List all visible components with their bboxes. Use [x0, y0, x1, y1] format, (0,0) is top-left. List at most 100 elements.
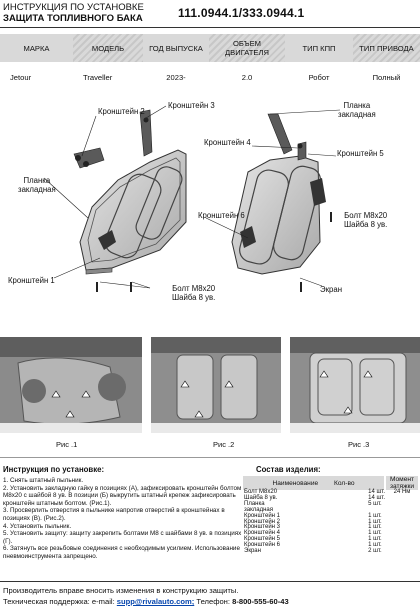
- left-brackets: [73, 109, 153, 169]
- component-qty: 1 шт.: [368, 518, 382, 525]
- caption-fig-2: Рис .2: [213, 440, 235, 449]
- footer-support: Техническая поддержка: e-mail: supp@riva…: [3, 597, 289, 606]
- label-bracket-3: Кронштейн 3: [168, 101, 215, 110]
- caption-fig-1: Рис .1: [56, 440, 78, 449]
- instruction-step: 4. Установить пыльник.: [3, 522, 72, 530]
- photo-fig-1-image: [0, 337, 142, 433]
- photo-fig-2-image: [151, 337, 281, 433]
- footer-divider: [0, 581, 420, 582]
- spec-data-row: Jetour Traveller 2023- 2.0 Робот Полный: [0, 62, 420, 92]
- right-guard-plate: [231, 155, 326, 275]
- instructions-list: 1. Снять штатный пыльник. 2. Установить …: [3, 477, 243, 561]
- component-qty: 14 шт.: [368, 489, 386, 495]
- component-name: Кронштейн 3: [244, 524, 280, 531]
- components-header-row: Наименование Кол-во Момент затяжки: [243, 476, 420, 490]
- spec-header-row: МАРКА МОДЕЛЬ ГОД ВЫПУСКА ОБЪЕМ ДВИГАТЕЛЯ…: [0, 34, 420, 62]
- part-code: 111.0944.1/333.0944.1: [178, 6, 305, 20]
- spec-engine: 2.0: [241, 72, 253, 82]
- component-row: Кронштейн 4 1 шт.: [243, 530, 419, 537]
- component-name: Шайба 8 ув.: [244, 494, 278, 501]
- component-name: Кронштейн 1: [244, 512, 280, 519]
- instruction-step: 2. Установить закладную гайку в позициях…: [3, 484, 242, 507]
- component-qty: 1 шт.: [368, 536, 382, 543]
- components-table: Наименование Кол-во Момент затяжки Болт …: [243, 476, 420, 555]
- component-name: Болт М8х20: [244, 489, 278, 495]
- component-torque: [385, 549, 419, 555]
- title-line-2: ЗАЩИТА ТОПЛИВНОГО БАКА: [3, 13, 143, 24]
- installation-photos: [0, 337, 420, 433]
- spec-header-model: МОДЕЛЬ: [73, 34, 143, 62]
- section-divider: [0, 457, 420, 458]
- instruction-step: 5. Установить защиту: защиту закрепить б…: [3, 530, 242, 545]
- components-header-torque: Момент затяжки: [385, 476, 420, 490]
- document-title: ИНСТРУКЦИЯ ПО УСТАНОВКЕ ЗАЩИТА ТОПЛИВНОГ…: [3, 2, 144, 24]
- support-phone: 8-800-555-60-43: [232, 597, 289, 606]
- photo-fig-3: [290, 337, 420, 433]
- spec-header-brand: МАРКА: [0, 34, 73, 62]
- instruction-step: 3. Просверлить отверстия в пыльнике напр…: [3, 507, 225, 522]
- title-line-1: ИНСТРУКЦИЯ ПО УСТАНОВКЕ: [3, 2, 144, 13]
- component-name: Планка закладная: [244, 500, 274, 513]
- spec-header-engine: ОБЪЕМ ДВИГАТЕЛЯ: [209, 34, 285, 62]
- label-bracket-2: Кронштейн 2: [98, 107, 145, 116]
- component-torque: 24 Нм: [393, 489, 411, 495]
- spec-model: Traveller: [83, 72, 113, 82]
- component-row: Экран 2 шт.: [243, 548, 419, 555]
- components-header-qty: Кол-во: [334, 479, 355, 487]
- instruction-step: 6. Затянуть все резьбовые соединения с н…: [3, 545, 240, 560]
- left-guard-plate: [79, 149, 187, 275]
- spec-header-drive: ТИП ПРИВОДА: [353, 34, 420, 62]
- component-name: Кронштейн 5: [244, 536, 280, 543]
- support-email-link[interactable]: supp@rivalauto.com;: [116, 597, 195, 606]
- component-row: Болт М8х20 14 шт. 24 Нм: [243, 489, 419, 496]
- spec-year: 2023-: [166, 72, 186, 82]
- components-header-name: Наименование Кол-во: [243, 476, 387, 490]
- photo-fig-1: [0, 337, 142, 433]
- label-bolt-left: Болт М8х20 Шайба 8 ув.: [172, 284, 216, 302]
- spec-gearbox: Робот: [308, 72, 330, 82]
- instructions-title: Инструкция по установке:: [3, 465, 105, 474]
- component-row: Кронштейн 3 1 шт.: [243, 524, 419, 531]
- support-label: Техническая поддержка: e-mail:: [3, 597, 117, 606]
- components-header-name-text: Наименование: [272, 479, 319, 487]
- component-row: Планка закладная 5 шт.: [243, 500, 419, 514]
- component-row: Кронштейн 5 1 шт.: [243, 536, 419, 543]
- spec-header-gearbox: ТИП КПП: [285, 34, 353, 62]
- label-bracket-1: Кронштейн 1: [8, 276, 55, 285]
- right-brackets: [267, 113, 307, 161]
- caption-fig-3: Рис .3: [348, 440, 370, 449]
- spec-brand: Jetour: [10, 72, 32, 82]
- component-qty: 2 шт.: [368, 548, 382, 555]
- photo-fig-2: [151, 337, 281, 433]
- label-plate-left: Планка закладная: [18, 176, 56, 194]
- component-qty: 1 шт.: [368, 542, 382, 549]
- component-qty: 1 шт.: [368, 524, 382, 531]
- label-bolt-right: Болт М8х20 Шайба 8 ув.: [344, 211, 388, 229]
- label-bracket-5: Кронштейн 5: [337, 149, 384, 158]
- component-qty: 5 шт.: [368, 500, 382, 507]
- label-plate-right: Планка закладная: [338, 101, 376, 119]
- assembly-diagram: Кронштейн 3 Кронштейн 2 Планка закладная…: [0, 92, 420, 330]
- component-qty: 14 шт.: [368, 494, 386, 501]
- vehicle-spec-table: МАРКА МОДЕЛЬ ГОД ВЫПУСКА ОБЪЕМ ДВИГАТЕЛЯ…: [0, 34, 420, 92]
- assembly-illustration: [43, 105, 341, 292]
- label-screen: Экран: [320, 285, 342, 294]
- phone-label: Телефон:: [194, 597, 233, 606]
- component-name: Экран: [244, 548, 261, 555]
- component-name: Кронштейн 6: [244, 542, 280, 549]
- components-title: Состав изделия:: [256, 465, 321, 474]
- component-row: Кронштейн 6 1 шт.: [243, 542, 419, 549]
- spec-header-year: ГОД ВЫПУСКА: [143, 34, 209, 62]
- header-divider: [0, 27, 420, 28]
- label-bracket-4: Кронштейн 4: [204, 138, 251, 147]
- footer-disclaimer: Производитель вправе вносить изменения в…: [3, 586, 239, 595]
- photo-fig-3-image: [290, 337, 420, 433]
- label-bracket-6: Кронштейн 6: [198, 211, 245, 220]
- component-torque: [385, 502, 419, 514]
- spec-drive: Полный: [372, 72, 401, 82]
- component-qty: 1 шт.: [368, 530, 382, 537]
- instruction-step: 1. Снять штатный пыльник.: [3, 477, 84, 484]
- component-name: Кронштейн 4: [244, 530, 280, 537]
